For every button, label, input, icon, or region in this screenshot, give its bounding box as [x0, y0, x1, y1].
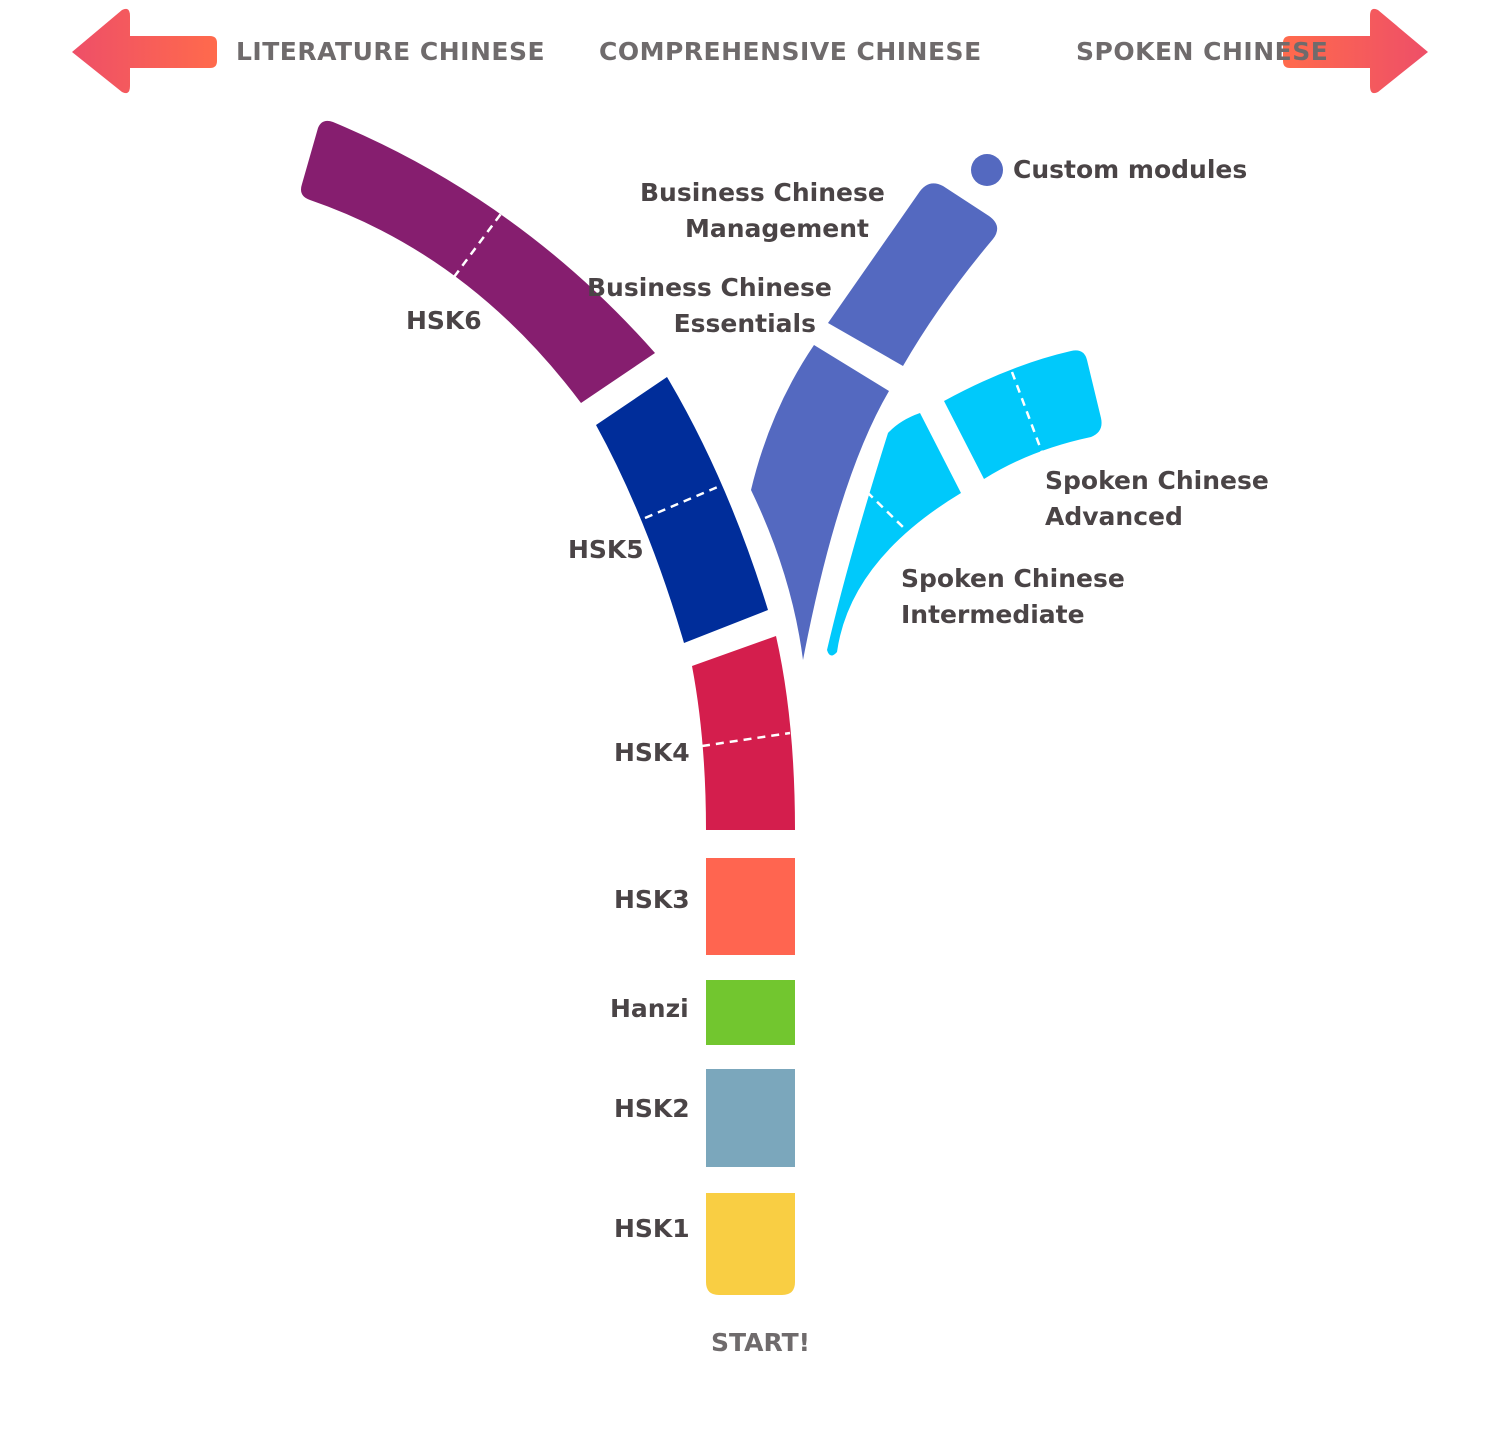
- hsk6-block: [301, 120, 655, 403]
- business-essentials-label-line1: Business Chinese: [587, 273, 832, 302]
- hsk4-divider: [701, 731, 791, 748]
- hsk6-label: HSK6: [406, 306, 482, 335]
- hsk6-divider: [452, 206, 508, 278]
- hsk5-divider: [644, 481, 728, 520]
- hsk2-block: [706, 1069, 795, 1167]
- business-essentials-block: [751, 345, 889, 660]
- business-essentials-label: Business Chinese Essentials: [587, 270, 832, 342]
- business-essentials-label-line2: Essentials: [673, 309, 816, 338]
- spoken-advanced-divider: [1010, 371, 1045, 456]
- hsk3-block: [706, 858, 795, 955]
- left-arrow-icon: [72, 8, 217, 94]
- spoken-intermediate-block: [827, 413, 961, 656]
- spoken-advanced-label-line1: Spoken Chinese: [1045, 466, 1269, 495]
- custom-modules-dot-icon: [971, 154, 1003, 186]
- hsk4-label: HSK4: [614, 738, 690, 767]
- hsk4-block: [692, 636, 795, 830]
- business-management-label-line1: Business Chinese: [640, 178, 885, 207]
- start-label: START!: [711, 1328, 811, 1357]
- hsk1-label: HSK1: [614, 1214, 690, 1243]
- custom-modules-label: Custom modules: [1013, 155, 1248, 184]
- spoken-advanced-label-line2: Advanced: [1045, 502, 1183, 531]
- business-management-label: Business Chinese Management: [640, 175, 885, 247]
- comprehensive-chinese-heading: COMPREHENSIVE CHINESE: [599, 37, 982, 66]
- spoken-advanced-label: Spoken Chinese Advanced: [1045, 463, 1269, 535]
- spoken-intermediate-label-line1: Spoken Chinese: [901, 564, 1125, 593]
- spoken-advanced-block: [944, 350, 1102, 479]
- spoken-intermediate-divider: [866, 491, 907, 531]
- business-management-block: [828, 183, 998, 366]
- hanzi-block: [706, 980, 795, 1045]
- hsk1-block: [706, 1193, 795, 1295]
- hsk5-label: HSK5: [568, 535, 644, 564]
- right-arrow-icon: [1283, 8, 1428, 94]
- spoken-intermediate-label-line2: Intermediate: [901, 600, 1085, 629]
- spoken-intermediate-label: Spoken Chinese Intermediate: [901, 561, 1125, 633]
- hanzi-label: Hanzi: [610, 994, 689, 1023]
- hsk5-block: [596, 377, 768, 643]
- hsk2-label: HSK2: [614, 1094, 690, 1123]
- business-management-label-line2: Management: [684, 214, 869, 243]
- literature-chinese-heading: LITERATURE CHINESE: [236, 37, 546, 66]
- spoken-chinese-heading: SPOKEN CHINESE: [1076, 37, 1329, 66]
- hsk3-label: HSK3: [614, 885, 690, 914]
